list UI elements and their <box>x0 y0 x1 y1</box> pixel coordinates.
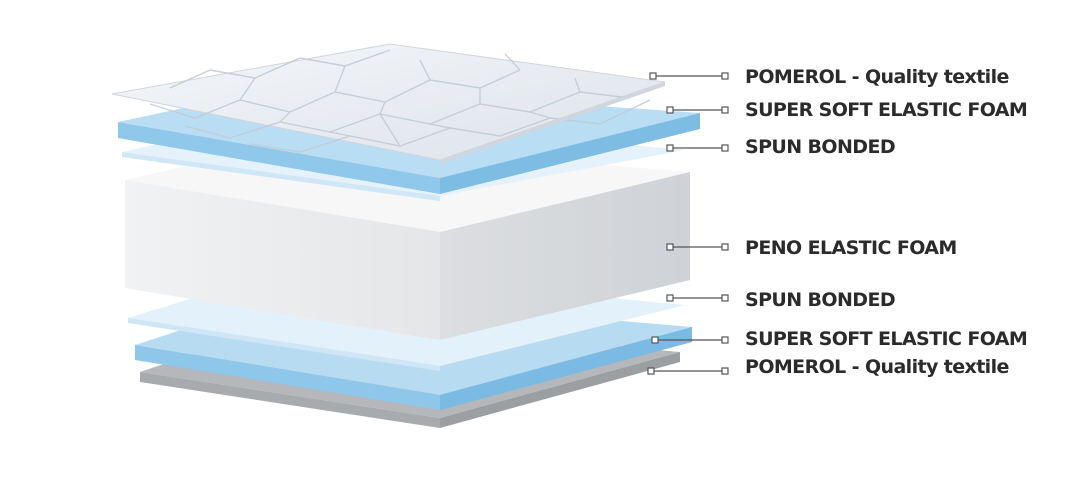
layer-label-bottom-textile: POMEROL - Quality textile <box>745 356 1009 378</box>
leader-line-5 <box>666 294 729 302</box>
leader-line-3 <box>666 144 729 152</box>
layer-top-textile <box>111 43 666 164</box>
leader-line-4 <box>666 243 729 251</box>
layer-label-top-spun-bonded: SPUN BONDED <box>745 136 896 158</box>
leader-line-1 <box>649 72 729 80</box>
layer-label-bottom-spun-bonded: SPUN BONDED <box>745 289 896 311</box>
layer-label-core-foam: PENO ELASTIC FOAM <box>745 237 957 259</box>
leader-line-2 <box>666 106 729 114</box>
layer-label-bottom-blue-foam: SUPER SOFT ELASTIC FOAM <box>745 328 1028 350</box>
layer-label-top-textile: POMEROL - Quality textile <box>745 66 1009 88</box>
leader-line-6 <box>651 336 729 344</box>
leader-lines <box>647 72 729 375</box>
leader-line-7 <box>647 367 729 375</box>
layer-label-top-blue-foam: SUPER SOFT ELASTIC FOAM <box>745 99 1028 121</box>
